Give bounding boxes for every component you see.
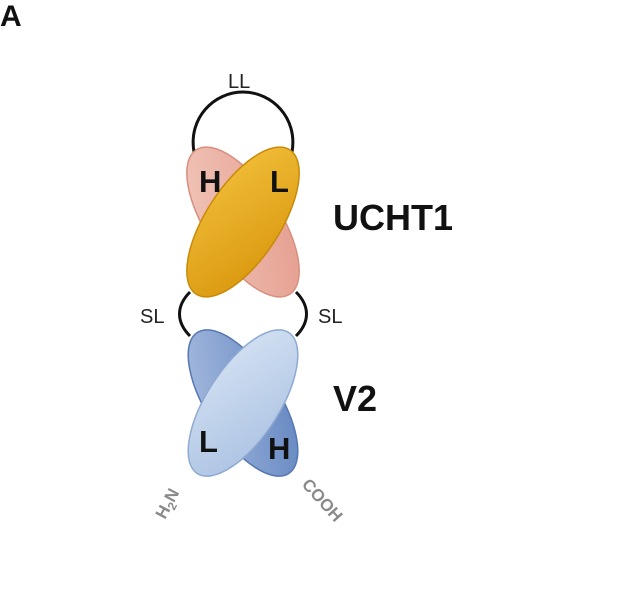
v2-name: V2 <box>333 378 377 419</box>
n-terminus-label: H2N <box>152 485 186 523</box>
v2-module: L H <box>187 329 299 477</box>
ucht1-module: H L <box>186 146 300 298</box>
ucht1-light-label: L <box>270 164 289 199</box>
short-linker-label-left: SL <box>140 306 164 328</box>
short-linker-right <box>294 290 308 338</box>
c-terminus-label: COOH <box>298 475 346 526</box>
long-linker <box>191 90 295 153</box>
long-linker-label: LL <box>228 71 250 93</box>
v2-heavy-label: H <box>268 431 290 466</box>
v2-light-domain <box>187 329 299 477</box>
short-linker-label-right: SL <box>318 306 342 328</box>
panel-label: A <box>0 0 22 33</box>
ucht1-name: UCHT1 <box>333 197 453 238</box>
ucht1-light-domain <box>186 146 300 298</box>
ucht1-heavy-label: H <box>199 164 221 199</box>
short-linker-left <box>178 290 192 338</box>
n-terminus-end: N <box>161 485 184 505</box>
v2-light-label: L <box>199 424 218 459</box>
